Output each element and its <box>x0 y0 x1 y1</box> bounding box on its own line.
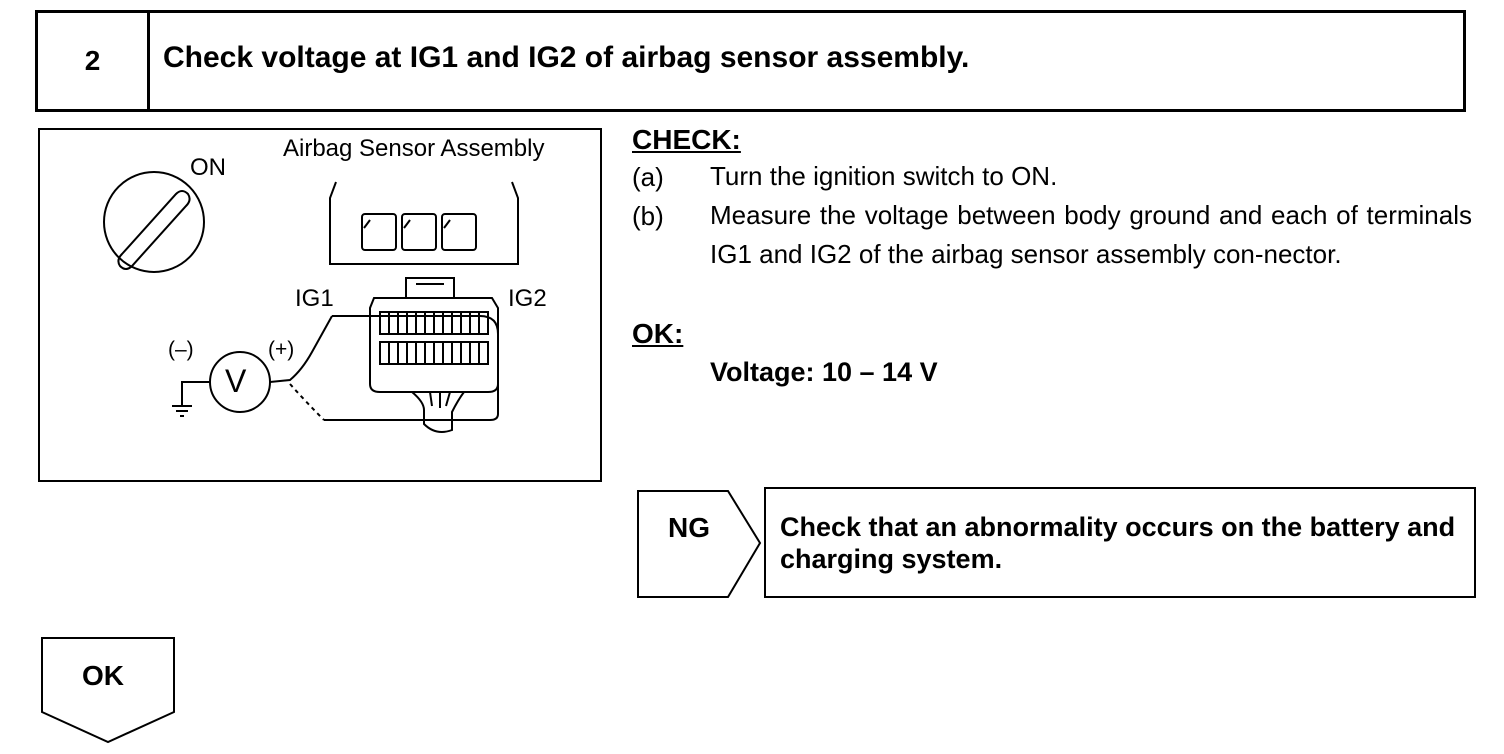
step-header: 2 Check voltage at IG1 and IG2 of airbag… <box>35 10 1466 112</box>
ng-arrow-shape <box>637 490 762 598</box>
voltmeter-symbol: V <box>225 363 247 399</box>
step-title: Check voltage at IG1 and IG2 of airbag s… <box>163 41 970 74</box>
sensor-assembly-body <box>329 181 519 265</box>
probe-lead <box>324 315 499 421</box>
ground-lead <box>181 381 210 406</box>
positive-lead-dashed <box>289 383 325 421</box>
step-b-letter: (b) <box>632 201 664 231</box>
wire-harness <box>411 391 465 433</box>
ng-action-text: Check that an abnormality occurs on the … <box>780 512 1456 574</box>
positive-probe-label: (+) <box>268 338 295 361</box>
assembly-label: Airbag Sensor Assembly <box>283 135 545 162</box>
ok-heading: OK: <box>632 318 684 349</box>
check-heading: CHECK: <box>632 124 741 155</box>
terminal-ig2-label: IG2 <box>508 285 547 312</box>
negative-probe-label: (–) <box>168 338 194 361</box>
sensor-socket <box>361 213 397 251</box>
sensor-socket <box>441 213 477 251</box>
ignition-key-slot <box>117 190 191 270</box>
terminal-ig1-label: IG1 <box>295 285 334 312</box>
ng-label: NG <box>668 512 710 543</box>
ok-voltage-spec: Voltage: 10 – 14 V <box>710 357 938 387</box>
airbag-connector-diagram <box>103 171 519 433</box>
ok-arrow-shape <box>41 637 175 744</box>
positive-lead <box>269 315 333 383</box>
sensor-socket <box>401 213 437 251</box>
ignition-on-label: ON <box>190 154 226 181</box>
ok-label: OK <box>82 660 124 691</box>
wiring-illustration: ON Airbag Sensor Assembly IG1 IG2 (–) (+… <box>38 128 602 482</box>
ignition-switch-icon <box>103 171 205 273</box>
step-a-text: Turn the ignition switch to ON. <box>710 161 1058 191</box>
connector-latch <box>405 277 455 298</box>
step-b-text: Measure the voltage between body ground … <box>710 200 1472 269</box>
step-number: 2 <box>38 13 150 109</box>
step-a-letter: (a) <box>632 162 664 192</box>
ng-action-box: Check that an abnormality occurs on the … <box>764 487 1476 598</box>
